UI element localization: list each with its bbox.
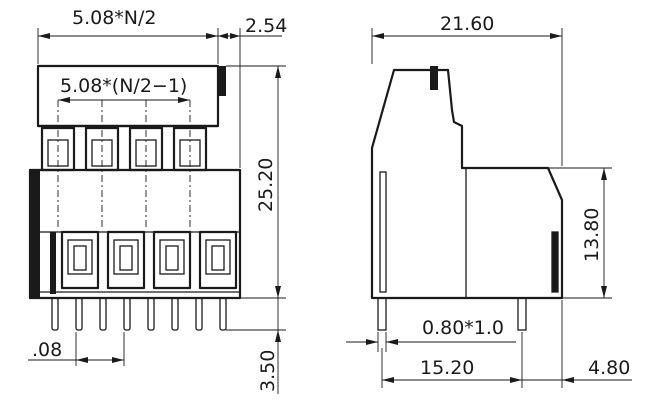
wire-entry-2-core <box>119 245 133 271</box>
pin-1 <box>51 297 59 331</box>
pin-8 <box>219 297 227 331</box>
pin-4 <box>123 297 131 331</box>
wire-entry-1 <box>60 230 100 290</box>
side-latch <box>430 66 438 90</box>
front-center-lines <box>57 100 191 230</box>
side-housing-outline <box>370 68 564 300</box>
front-pins <box>51 297 227 331</box>
side-pin-rear <box>517 297 527 331</box>
dim-inner-pitch: 5.08*(N/2−1) <box>60 75 187 97</box>
dim-pitch-offset: 2.54 <box>245 15 287 37</box>
dim-lower-height: 13.80 <box>581 208 603 262</box>
pin-2 <box>75 297 83 331</box>
wire-entry-1-core <box>73 245 87 271</box>
upper-release-slots <box>40 126 208 172</box>
front-left-lug <box>50 232 56 294</box>
wire-entry-4-core <box>211 245 225 271</box>
dim-pitch-total: 5.08*N/2 <box>72 7 157 29</box>
front-latch-tab <box>218 66 226 96</box>
wire-entry-2 <box>106 230 146 290</box>
dim-depth-total: 21.60 <box>440 13 494 35</box>
front-dimensions: 5.08*N/2 2.54 5.08*(N/2−1) 25.20 3.50 .0… <box>28 7 287 394</box>
wire-entries <box>60 230 238 290</box>
front-side-flange <box>30 170 40 298</box>
dim-pin-length: 3.50 <box>257 350 279 392</box>
dim-rear-offset: 4.80 <box>588 357 630 379</box>
side-front-slot <box>379 171 387 293</box>
dim-pin-pitch: .08 <box>32 339 62 361</box>
pin-6 <box>171 297 179 331</box>
wire-entry-1-inner <box>67 239 93 275</box>
side-dimensions: 21.60 13.80 0.80*1.0 15.20 4.80 <box>346 13 632 388</box>
front-view <box>28 64 242 331</box>
side-pin-front <box>377 297 387 331</box>
pin-5 <box>147 297 155 331</box>
pin-3 <box>99 297 107 331</box>
wire-entry-3-core <box>165 245 179 271</box>
side-view <box>370 66 564 331</box>
dim-pin-size: 0.80*1.0 <box>422 317 504 339</box>
dim-height-total: 25.20 <box>255 158 277 212</box>
wire-entry-2-inner <box>113 239 139 275</box>
wire-entry-4-inner <box>205 239 231 275</box>
dim-pin-spacing: 15.20 <box>420 357 474 379</box>
wire-entry-4 <box>198 230 238 290</box>
side-rear-slot-fill <box>552 232 558 292</box>
pin-7 <box>195 297 203 331</box>
wire-entry-3-inner <box>159 239 185 275</box>
wire-entry-3 <box>152 230 192 290</box>
